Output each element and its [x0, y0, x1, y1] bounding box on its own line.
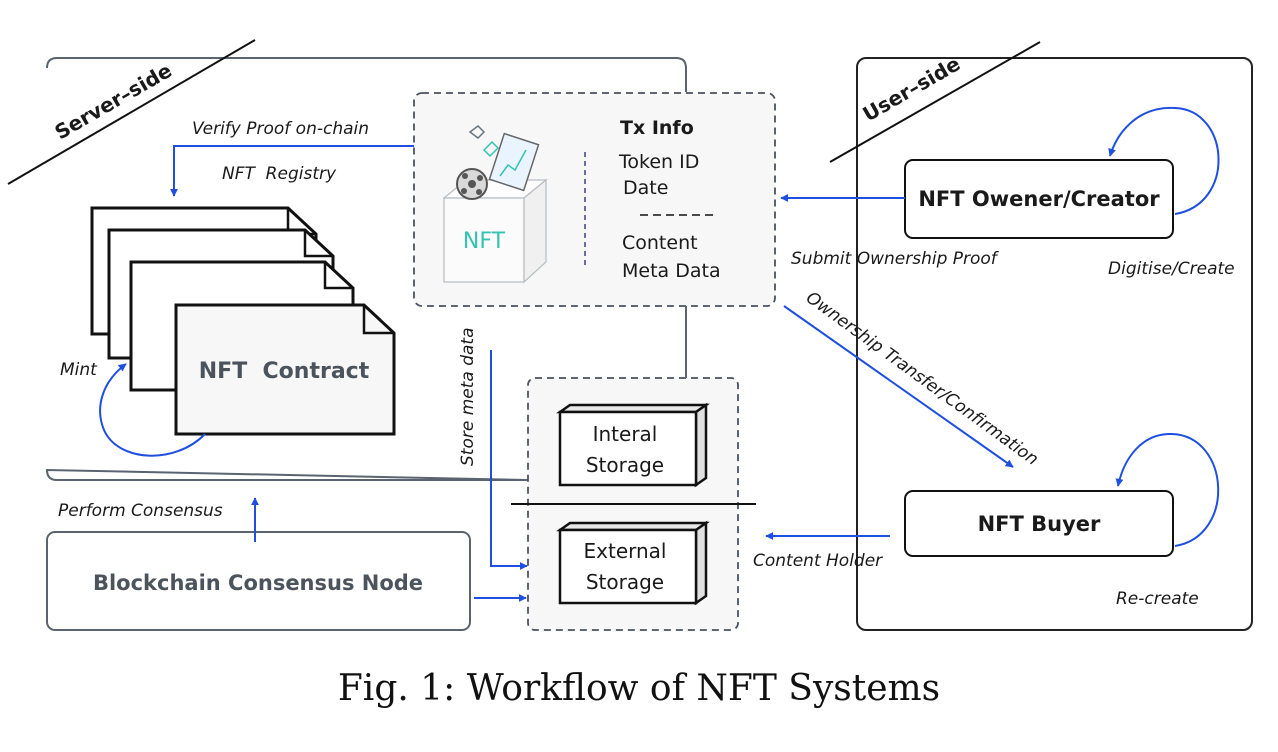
consensus-node-box — [46, 531, 471, 631]
perform-consensus-label: Perform Consensus — [58, 501, 223, 521]
verify-proof-arrow — [170, 145, 414, 197]
recreate-label: Re-create — [1116, 589, 1199, 609]
mint-label: Mint — [60, 360, 98, 380]
ownership-transfer-arrow — [783, 305, 1014, 468]
nft-package-label: NFT — [463, 229, 506, 254]
consensus-node-label: Blockchain Consensus Node — [93, 571, 423, 595]
nft-registry-label: NFT Registry — [222, 164, 337, 184]
tx-info-title: Tx Info — [620, 117, 694, 139]
user-side-panel — [856, 57, 1253, 631]
creator-node-label: NFT Owener/Creator — [918, 187, 1160, 211]
store-meta-arrow — [490, 350, 528, 570]
buyer-node-box — [904, 490, 1174, 557]
internal-storage-line2: Storage — [586, 453, 664, 477]
tx-token-id: Token ID — [618, 151, 699, 173]
nft-contract-stack — [90, 206, 396, 436]
user-side-diagonal — [829, 41, 1041, 163]
buyer-node-label: NFT Buyer — [978, 512, 1101, 536]
nft-contract-label: NFT Contract — [199, 359, 370, 384]
external-storage-box — [556, 520, 710, 606]
mint-loop-arrow — [99, 363, 206, 457]
ownership-transfer-label: Ownership Transfer/Confirmation — [802, 288, 1042, 470]
figure-caption: Fig. 1: Workflow of NFT Systems — [337, 668, 941, 709]
external-storage-line1: External — [584, 539, 667, 563]
verify-proof-label: Verify Proof on-chain — [192, 119, 369, 139]
internal-storage-line1: Interal — [593, 422, 658, 446]
server-side-diagonal — [7, 39, 256, 185]
tx-meta-data: Meta Data — [622, 260, 721, 282]
nft-package-icon — [442, 125, 548, 284]
tx-content: Content — [622, 232, 698, 254]
submit-proof-label: Submit Ownership Proof — [791, 249, 1000, 269]
internal-storage-box — [556, 402, 710, 488]
external-storage-line2: Storage — [586, 570, 664, 594]
tx-date: Date — [623, 177, 668, 199]
store-meta-label: Store meta data — [458, 327, 478, 466]
server-side-label: Server–side — [51, 58, 176, 144]
recreate-loop-arrow — [1115, 432, 1220, 547]
content-holder-label: Content Holder — [753, 551, 883, 571]
digitise-loop-arrow — [1108, 106, 1220, 215]
digitise-label: Digitise/Create — [1108, 259, 1235, 279]
